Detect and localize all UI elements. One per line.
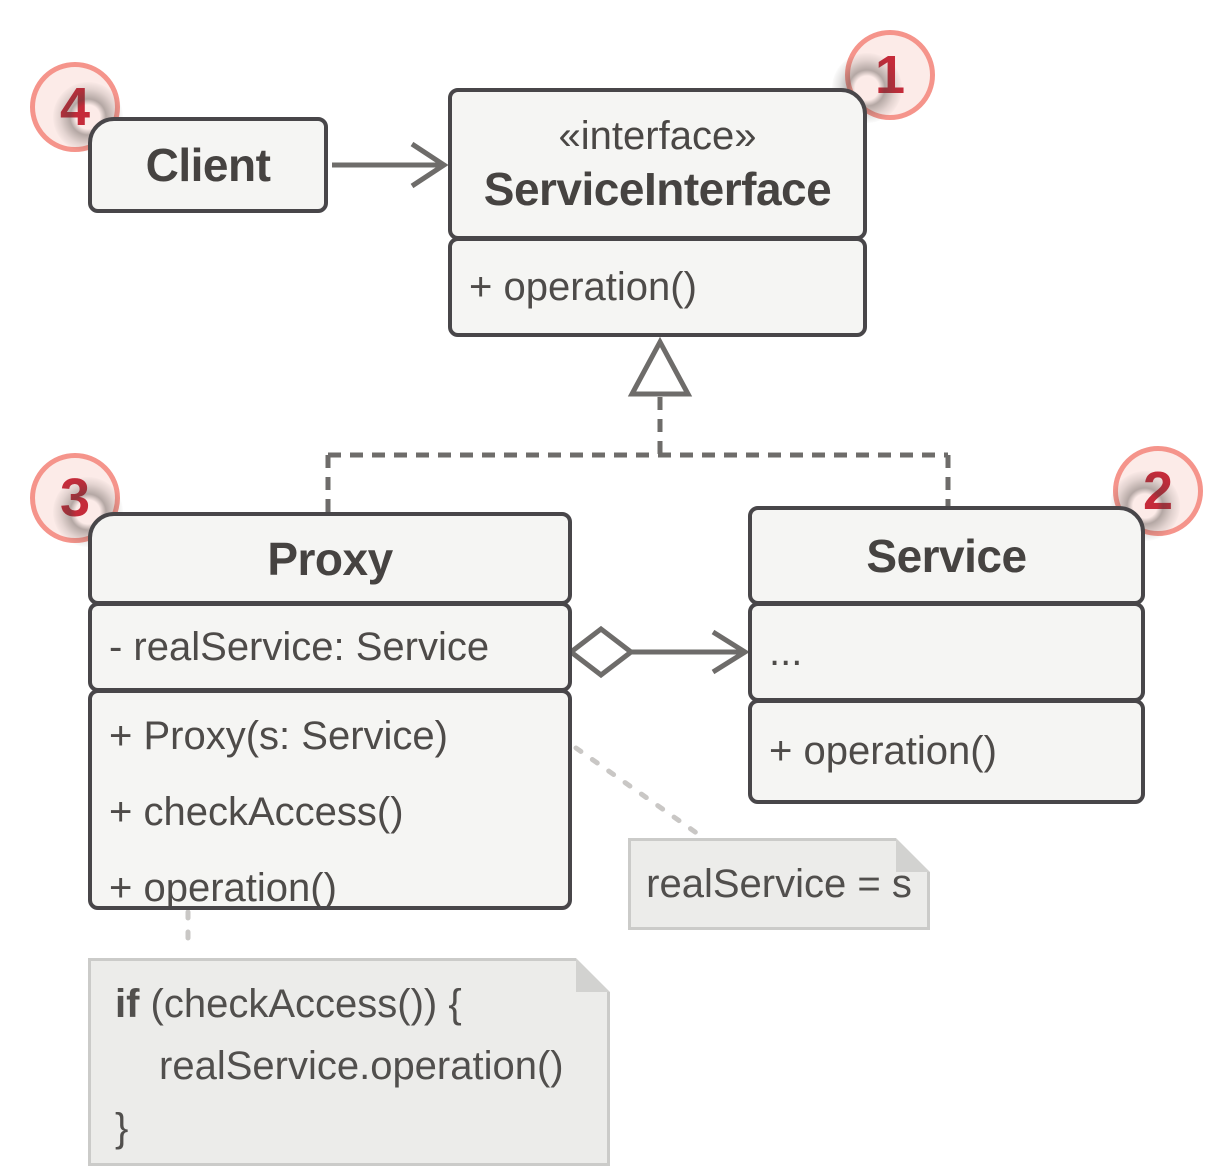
note-assignment-text: realService = s: [646, 861, 912, 906]
client-title: Client: [88, 117, 328, 213]
code-line-1-rest: (checkAccess()) {: [139, 982, 462, 1026]
interface-stereotype: «interface»: [558, 114, 757, 158]
method-operation: + operation(): [469, 264, 697, 309]
service-fields: ...: [748, 602, 1145, 702]
badge-2: 2: [1113, 446, 1203, 536]
field-ellipsis: ...: [769, 629, 803, 674]
service-interface-name: ServiceInterface: [483, 163, 832, 215]
realization-triangle: [627, 336, 693, 397]
service-title: Service: [748, 506, 1145, 605]
method-operation: + operation(): [109, 866, 337, 910]
note-assignment: realService = s: [628, 838, 930, 930]
class-service-interface: «interface» ServiceInterface + operation…: [448, 88, 867, 337]
service-methods: + operation(): [748, 699, 1145, 804]
proxy-fields: - realService: Service: [88, 602, 572, 692]
code-keyword-if: if: [115, 982, 140, 1026]
method-proxy-ctor: + Proxy(s: Service): [109, 714, 448, 758]
code-line-3: }: [115, 1106, 129, 1150]
service-interface-methods: + operation(): [448, 237, 867, 337]
class-service: Service ... + operation(): [748, 506, 1145, 804]
proxy-name: Proxy: [267, 532, 393, 585]
class-proxy: Proxy - realService: Service + Proxy(s: …: [88, 512, 572, 910]
note-connector-assignment: [573, 745, 701, 837]
aggregation-diamond-arrow: [566, 625, 750, 679]
field-real-service: - realService: Service: [109, 624, 490, 669]
realization-dashed-lines: [325, 397, 951, 512]
service-name: Service: [866, 529, 1027, 582]
class-client: Client: [88, 117, 328, 213]
proxy-methods: + Proxy(s: Service) + checkAccess() + op…: [88, 689, 572, 910]
note-code: if (checkAccess()) { realService.operati…: [88, 958, 610, 1166]
client-name: Client: [145, 139, 271, 191]
client-uses-interface-arrow: [332, 141, 449, 189]
service-interface-title: «interface» ServiceInterface: [448, 88, 867, 240]
method-check-access: + checkAccess(): [109, 790, 404, 834]
code-line-2: realService.operation(): [159, 1044, 564, 1088]
proxy-title: Proxy: [88, 512, 572, 605]
method-operation: + operation(): [769, 729, 997, 773]
code-line-1: if (checkAccess()) {: [115, 973, 587, 1035]
